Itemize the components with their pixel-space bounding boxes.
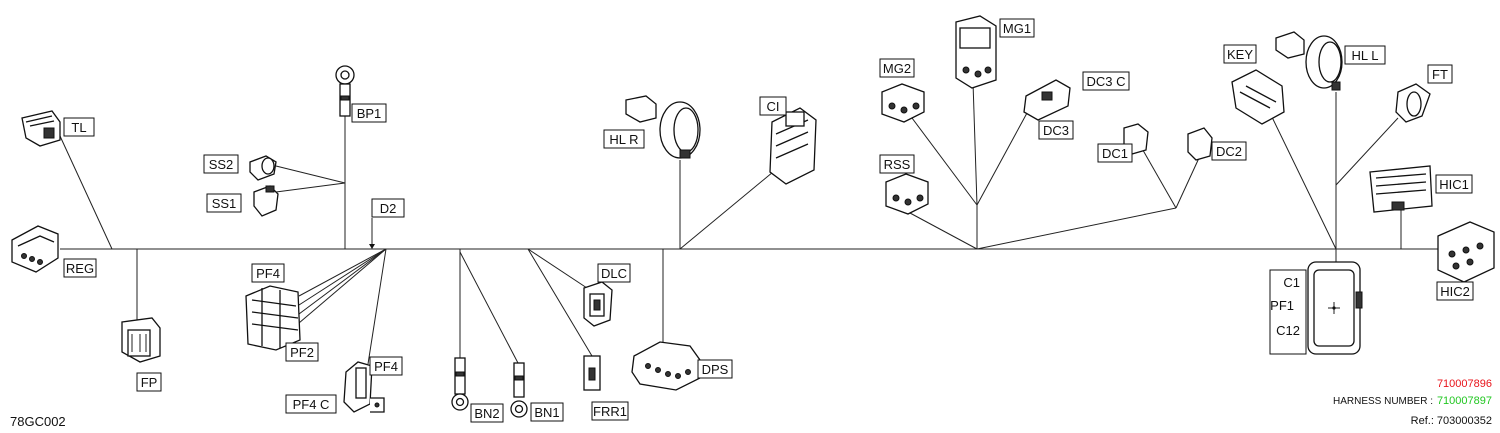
label-hl-r: HL R [603,129,645,149]
label-d2: D2 [371,198,405,218]
svg-text:CI: CI [767,99,780,114]
svg-text:DC1: DC1 [1102,146,1128,161]
svg-text:DC2: DC2 [1216,144,1242,159]
fuse-box-module [1307,261,1363,355]
label-dlc: DLC [597,263,631,283]
connector-frr1 [583,355,601,391]
label-dc3-c: DC3 C [1082,71,1130,91]
label-key: KEY [1223,44,1257,64]
label-dc1: DC1 [1097,143,1133,163]
label-hic1: HIC1 [1435,174,1473,194]
svg-text:RSS: RSS [884,157,911,172]
connector-pf4-multi [245,285,301,351]
label-fp: FP [136,372,162,392]
svg-text:DPS: DPS [702,362,729,377]
svg-text:HIC1: HIC1 [1439,177,1469,192]
svg-text:BP1: BP1 [357,106,382,121]
connector-mg2 [881,83,925,123]
label-dps: DPS [697,359,733,379]
svg-text:TL: TL [71,120,86,135]
label-bp1: BP1 [351,103,387,123]
connector-dps [631,341,701,391]
svg-text:PF2: PF2 [290,345,314,360]
svg-text:HIC2: HIC2 [1440,284,1470,299]
connector-ft [1395,83,1431,123]
label-mg2: MG2 [879,58,915,78]
ring-terminal-bn1 [510,362,528,418]
connector-pf4-c [343,361,385,413]
label-pf4-b: PF4 [369,356,403,376]
svg-text:SS1: SS1 [212,196,237,211]
label-reg: REG [63,258,97,278]
label-dc3: DC3 [1038,120,1074,140]
connector-ci [769,107,817,185]
ring-terminal-bn2 [451,357,469,411]
connector-fp [121,317,161,363]
svg-text:BN1: BN1 [534,405,559,420]
label-pf2: PF2 [285,342,319,362]
label-ss1: SS1 [206,193,242,213]
label-hl-l: HL L [1344,45,1386,65]
connector-mg1 [955,15,997,89]
harness-number-green: 710007897 [1437,395,1492,407]
connector-dc2 [1187,127,1213,161]
svg-text:C12: C12 [1276,323,1300,338]
connector-rss [885,173,929,215]
svg-text:MG1: MG1 [1003,21,1031,36]
label-mg1: MG1 [999,18,1035,38]
svg-text:DC3: DC3 [1043,123,1069,138]
label-tl: TL [63,117,95,137]
svg-text:BN2: BN2 [474,406,499,421]
connector-dlc [583,281,613,327]
drawing-code: 78GC002 [10,414,66,429]
svg-text:REG: REG [66,261,94,276]
label-pf4-c: PF4 C [285,394,337,414]
sensor-ss2 [249,155,277,181]
svg-text:FP: FP [141,375,158,390]
connector-tl [21,110,61,147]
harness-number-label: HARNESS NUMBER : [1333,396,1433,407]
svg-text:D2: D2 [380,201,397,216]
reference-number: Ref.: 703000352 [1411,415,1492,427]
svg-text:DLC: DLC [601,266,627,281]
footer: 78GC002 710007896 HARNESS NUMBER : 71000… [10,378,1492,429]
label-bn1: BN1 [530,402,564,422]
sensor-ss1 [253,185,279,217]
harness-number-red: 710007896 [1437,378,1492,390]
label-fuse-box: C1 PF1 C12 [1269,269,1307,355]
label-ci: CI [759,96,787,116]
connector-reg [11,225,59,273]
svg-text:HL L: HL L [1352,48,1379,63]
headlight-left [1275,31,1343,91]
branch-wires [59,81,1402,365]
svg-text:KEY: KEY [1227,47,1253,62]
svg-text:PF1: PF1 [1270,298,1294,313]
labels: TL REG FP BP1 SS2 SS1 D2 PF4 [63,18,1474,423]
svg-text:DC3 C: DC3 C [1086,74,1125,89]
svg-text:FT: FT [1432,67,1448,82]
connector-key [1231,69,1285,125]
label-rss: RSS [879,154,915,174]
connector-hic1 [1369,165,1433,213]
svg-text:PF4: PF4 [256,266,280,281]
label-hic2: HIC2 [1436,281,1474,301]
connector-hic2 [1437,221,1495,283]
svg-text:PF4: PF4 [374,359,398,374]
label-ss2: SS2 [203,154,239,174]
label-frr1: FRR1 [591,401,629,421]
svg-text:PF4 C: PF4 C [293,397,330,412]
connector-dc3-c [1023,79,1071,121]
svg-text:FRR1: FRR1 [593,404,627,419]
ring-terminal-bp1 [335,65,355,117]
label-ft: FT [1427,64,1453,84]
label-bn2: BN2 [470,403,504,423]
svg-text:HL R: HL R [609,132,638,147]
svg-text:SS2: SS2 [209,157,234,172]
svg-text:MG2: MG2 [883,61,911,76]
headlight-right [625,95,701,159]
label-dc2: DC2 [1211,141,1247,161]
label-pf4-a: PF4 [251,263,285,283]
svg-text:C1: C1 [1283,275,1300,290]
